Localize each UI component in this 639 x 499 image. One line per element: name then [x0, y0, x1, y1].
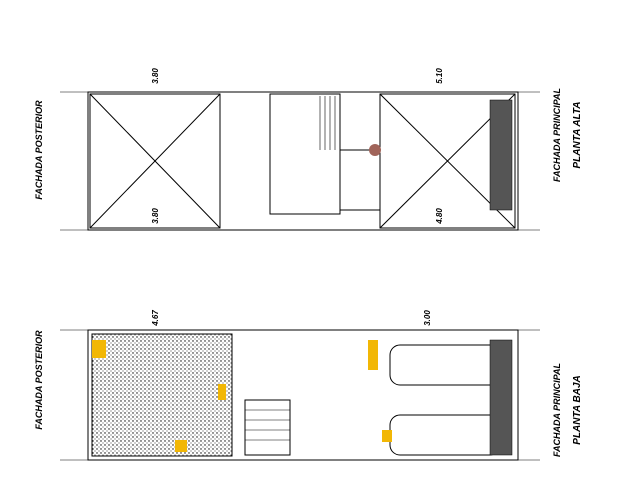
dim-label: 5.10: [435, 68, 444, 84]
stair-lower: [244, 399, 291, 456]
upper-front-facade-label: FACHADA PRINCIPAL: [552, 88, 562, 182]
lower-front-facade-label: FACHADA PRINCIPAL: [552, 363, 562, 457]
upper-hatch: [489, 99, 513, 211]
upper-plan-title: PLANTA ALTA: [572, 101, 583, 168]
plant-icon: [369, 144, 381, 156]
bath: [339, 149, 381, 211]
dim-label: 3.80: [151, 68, 160, 84]
car-2: [389, 414, 501, 456]
lower-rear-facade-label: FACHADA POSTERIOR: [34, 330, 44, 430]
lower-plan-title: PLANTA BAJA: [572, 375, 583, 444]
dim-label: 3.00: [423, 310, 432, 326]
lower-hatch: [489, 339, 513, 456]
dim-label: 4.67: [151, 310, 160, 327]
upper-rear-facade-label: FACHADA POSTERIOR: [34, 100, 44, 200]
upper-floor-plan: [60, 91, 540, 231]
dim-label: 3.80: [151, 208, 160, 224]
dim-label: 4.80: [435, 208, 444, 225]
room-rear: [89, 93, 221, 229]
lower-floor-plan: [60, 329, 540, 461]
garden-gravel: [91, 333, 233, 457]
stair-core: [269, 93, 341, 215]
highlight-marks: [92, 340, 392, 452]
car-1: [389, 344, 501, 386]
